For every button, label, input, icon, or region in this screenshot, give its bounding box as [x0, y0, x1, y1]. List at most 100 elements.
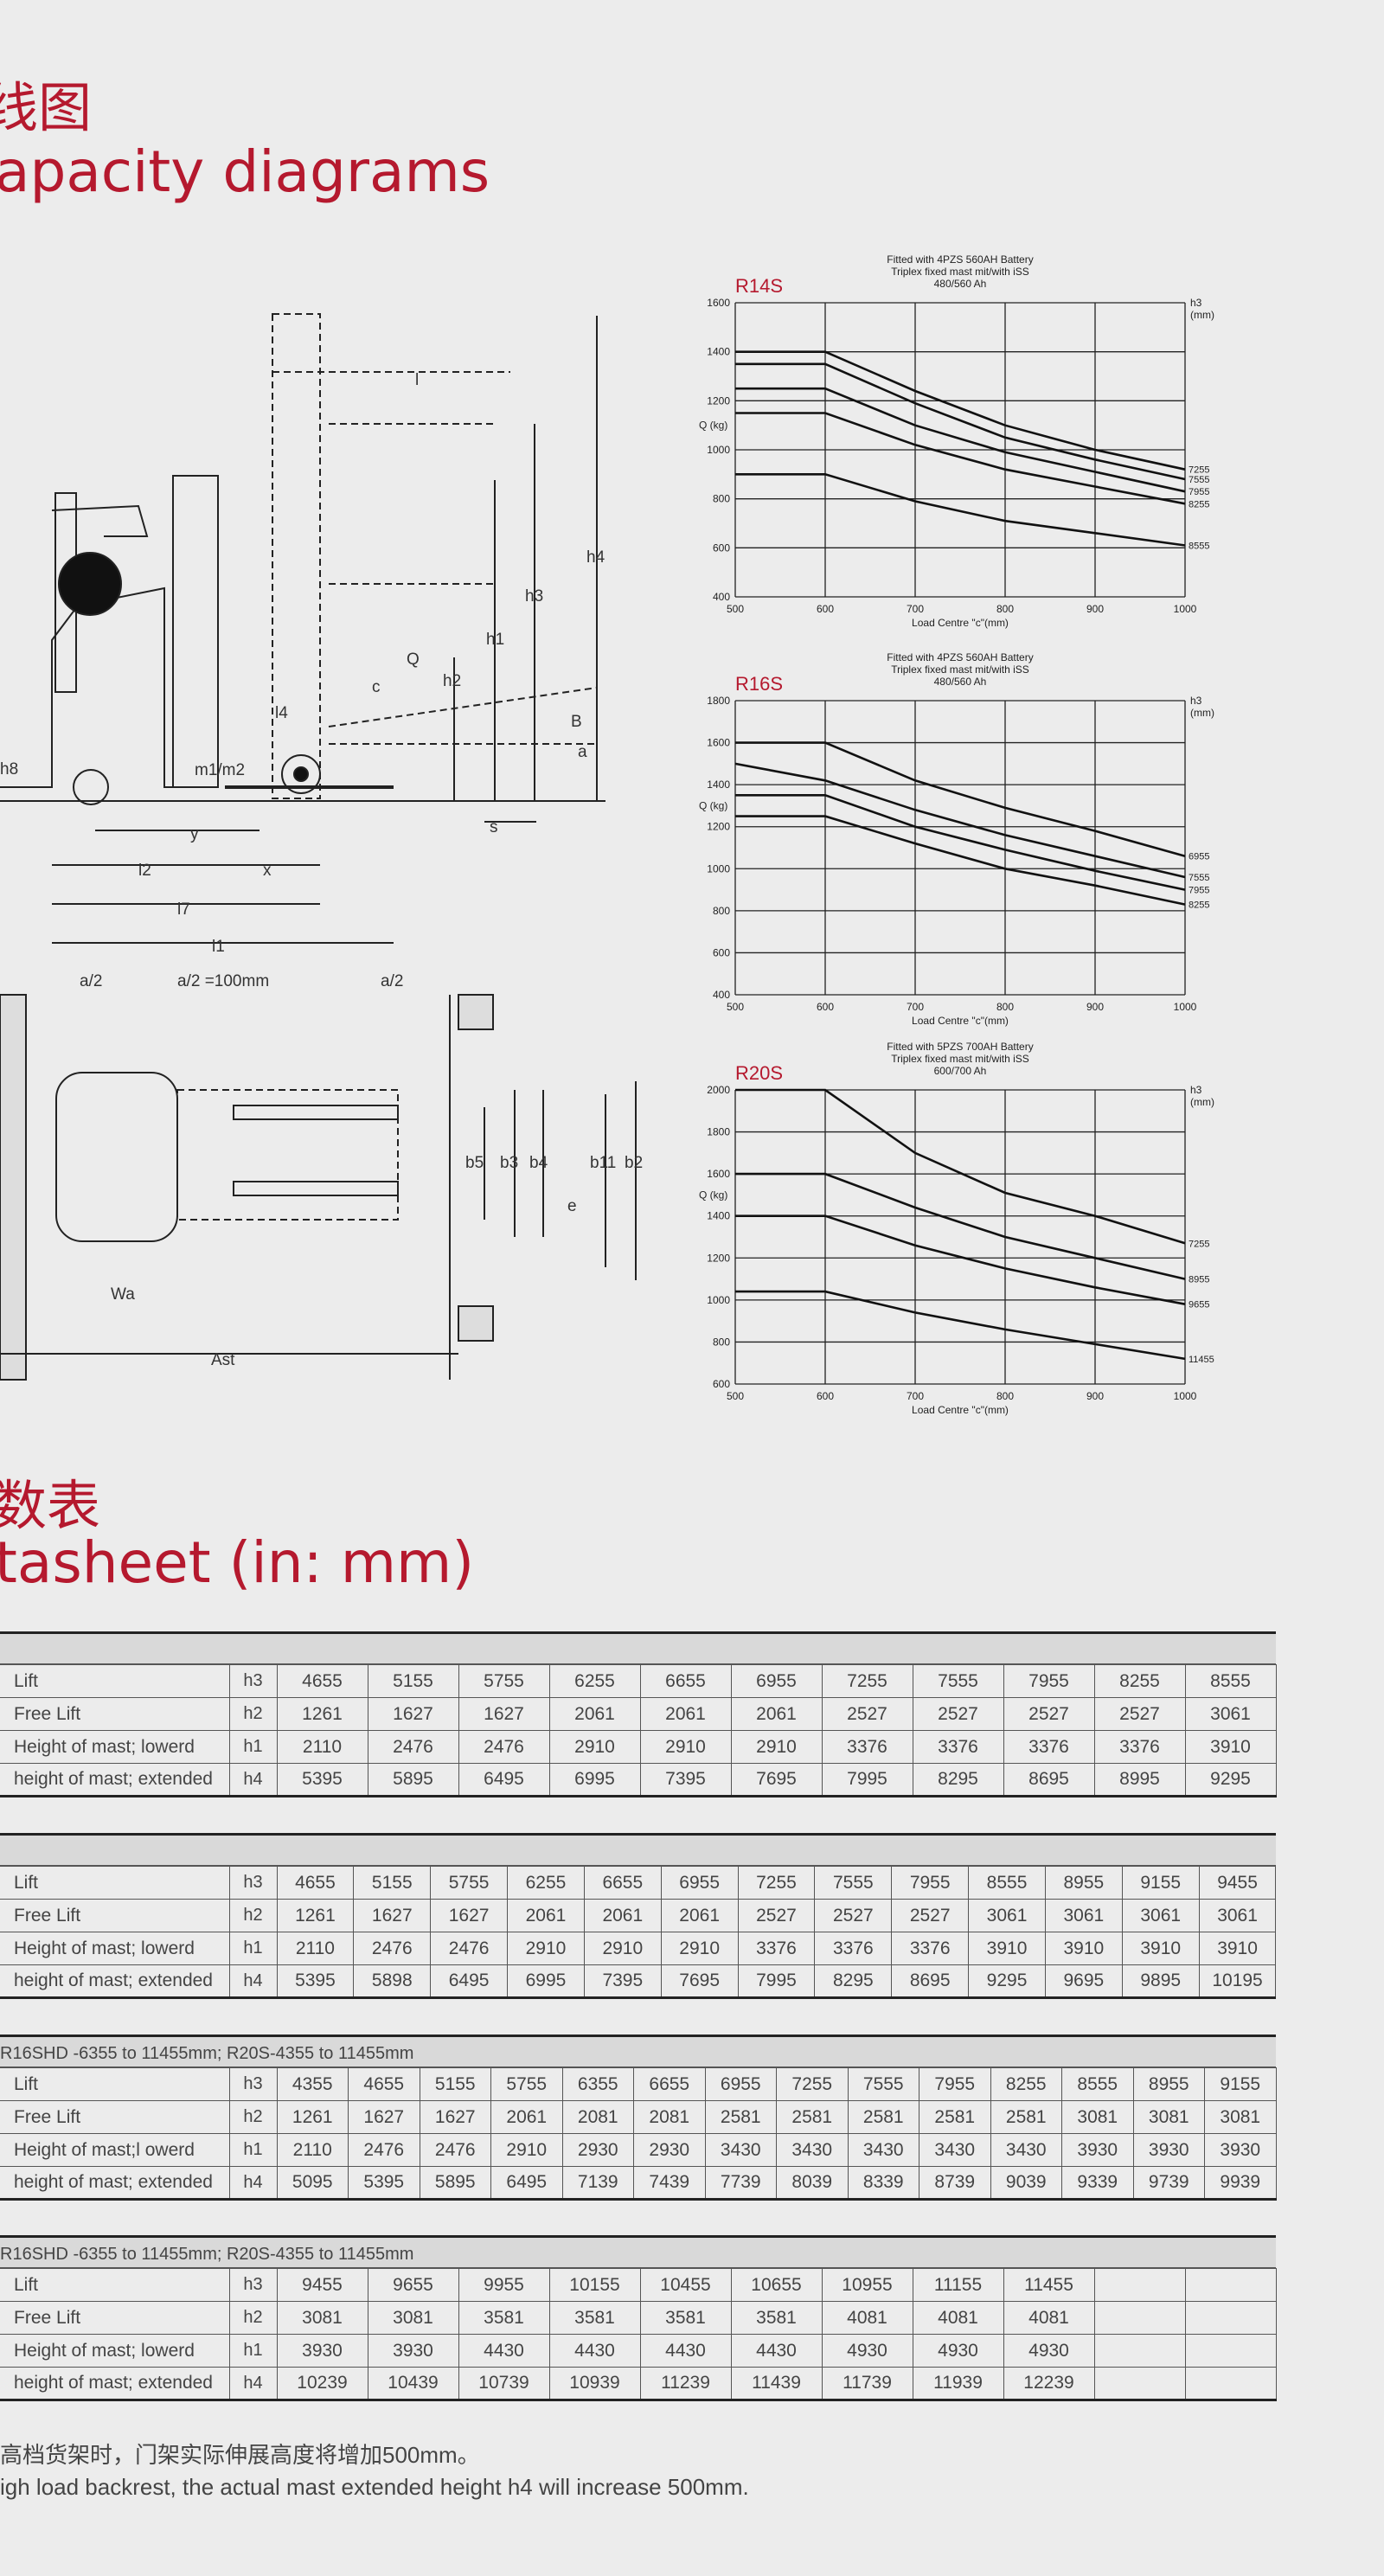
- series-line-11455: [735, 1290, 1186, 1361]
- y-tick-label: 2000: [707, 1084, 730, 1096]
- y-tick-label: 1400: [707, 1210, 730, 1222]
- series-label-6955: 6955: [1189, 852, 1209, 862]
- table-cell: 2476: [367, 1730, 459, 1764]
- table-cell: 8695: [891, 1964, 970, 1999]
- series-line-8255: [735, 815, 1186, 906]
- x-tick-label: 800: [996, 603, 1014, 615]
- table-cell: 4355: [276, 2067, 349, 2101]
- y-tick-label: 1000: [707, 862, 730, 875]
- series-line-8255: [735, 412, 1186, 505]
- table-cell: 2910: [730, 1730, 823, 1764]
- y-tick-label: 600: [713, 1378, 730, 1390]
- row-label: Lift: [0, 1866, 230, 1900]
- series-line-7555: [734, 762, 1186, 879]
- table-cell: 3430: [704, 2133, 777, 2167]
- series-label-7255: 7255: [1189, 1239, 1209, 1249]
- row-symbol: h2: [228, 2100, 278, 2134]
- table-cell: 6495: [430, 1964, 509, 1999]
- table-cell: [1093, 2334, 1186, 2368]
- y-tick-label: 1600: [707, 297, 730, 309]
- table-cell: 8255: [1093, 1664, 1186, 1698]
- table-cell: 9455: [1198, 1866, 1277, 1900]
- x-tick-label: 1000: [1174, 1390, 1197, 1402]
- table-cell: 3081: [1132, 2100, 1205, 2134]
- right-axis-label: h3: [1190, 297, 1202, 309]
- dim-label-b11: b11: [590, 1154, 616, 1172]
- row-label: height of mast; extended: [0, 2166, 230, 2201]
- y-tick-label: 1200: [707, 394, 730, 407]
- series-label-8255: 8255: [1189, 900, 1209, 911]
- chart-subtitle: Fitted with 5PZS 700AH Battery: [887, 1041, 1033, 1053]
- mast-right-rail: [172, 475, 219, 788]
- table-cell: 3376: [912, 1730, 1004, 1764]
- x-tick-label: 800: [996, 1001, 1014, 1013]
- table-cell: 11439: [730, 2367, 823, 2401]
- table-cell: 3930: [1132, 2133, 1205, 2167]
- dim-label-e: e: [567, 1197, 577, 1215]
- table-cell: 3376: [737, 1932, 816, 1965]
- right-axis-unit: (mm): [1190, 309, 1214, 321]
- row-symbol: h4: [228, 1763, 278, 1797]
- dim-label-h3: h3: [525, 587, 543, 606]
- table-cell: [1184, 2334, 1277, 2368]
- table-cell: 2061: [507, 1899, 585, 1932]
- x-tick-label: 700: [907, 1001, 924, 1013]
- table-cell: 6955: [660, 1866, 739, 1900]
- table-cell: 7395: [583, 1964, 662, 1999]
- rack-right-top: [458, 994, 494, 1030]
- row-symbol: h4: [228, 2166, 278, 2201]
- table-cell: 2527: [821, 1697, 913, 1731]
- y-tick-label: 1200: [707, 1252, 730, 1264]
- table-cell: 2110: [276, 1730, 368, 1764]
- table-cell: 2476: [458, 1730, 550, 1764]
- rack-right-bottom: [458, 1305, 494, 1342]
- x-tick-label: 600: [817, 1390, 834, 1402]
- dim-label-ast: Ast: [211, 1351, 235, 1369]
- table-cell: 10939: [548, 2367, 641, 2401]
- series-line-9655: [735, 1214, 1186, 1305]
- table-cell: 2910: [639, 1730, 732, 1764]
- table-cell: 7139: [561, 2166, 634, 2201]
- series-label-8555: 8555: [1189, 541, 1209, 552]
- truck-body-outline: [0, 586, 216, 788]
- table-cell: 8555: [968, 1866, 1046, 1900]
- table-cell: 2910: [583, 1932, 662, 1965]
- series-label-7555: 7555: [1189, 873, 1209, 883]
- x-tick-label: 1000: [1174, 603, 1197, 615]
- table-cell: 9955: [458, 2268, 550, 2302]
- y-axis-label: Q (kg): [699, 1189, 727, 1201]
- row-label: Lift: [0, 2268, 230, 2302]
- table-cell: 2110: [276, 1932, 355, 1965]
- load-outline: [176, 1089, 399, 1221]
- chart-subtitle: Triplex fixed mast mit/with iSS: [891, 663, 1029, 676]
- chart-subtitle: Triplex fixed mast mit/with iSS: [891, 266, 1029, 278]
- y-tick-label: 1600: [707, 1168, 730, 1180]
- table-cell: 5755: [430, 1866, 509, 1900]
- y-tick-label: 1800: [707, 1126, 730, 1138]
- table-cell: 2476: [348, 2133, 420, 2167]
- row-label: Lift: [0, 2067, 230, 2101]
- table-cell: 7955: [891, 1866, 970, 1900]
- datasheet-title-cn: 数表: [0, 1474, 101, 1537]
- dim-label-h2: h2: [443, 672, 461, 690]
- x-tick-label: 700: [907, 603, 924, 615]
- table-cell: 2476: [353, 1932, 432, 1965]
- truck-top-body: [55, 1072, 178, 1242]
- mast-extended-outline: [272, 313, 321, 799]
- table-cell: 6355: [561, 2067, 634, 2101]
- table-cell: 3581: [639, 2301, 732, 2335]
- dim-label-x: x: [263, 862, 272, 880]
- right-axis-label: h3: [1190, 1084, 1202, 1096]
- table-cell: 8955: [1132, 2067, 1205, 2101]
- table-cell: 4655: [276, 1866, 355, 1900]
- x-tick-label: 900: [1086, 1001, 1104, 1013]
- table-cell: 9895: [1121, 1964, 1200, 1999]
- table-cell: 1261: [276, 1697, 368, 1731]
- table-cell: 4430: [548, 2334, 641, 2368]
- table-cell: 3910: [968, 1932, 1046, 1965]
- table-cell: 8339: [847, 2166, 919, 2201]
